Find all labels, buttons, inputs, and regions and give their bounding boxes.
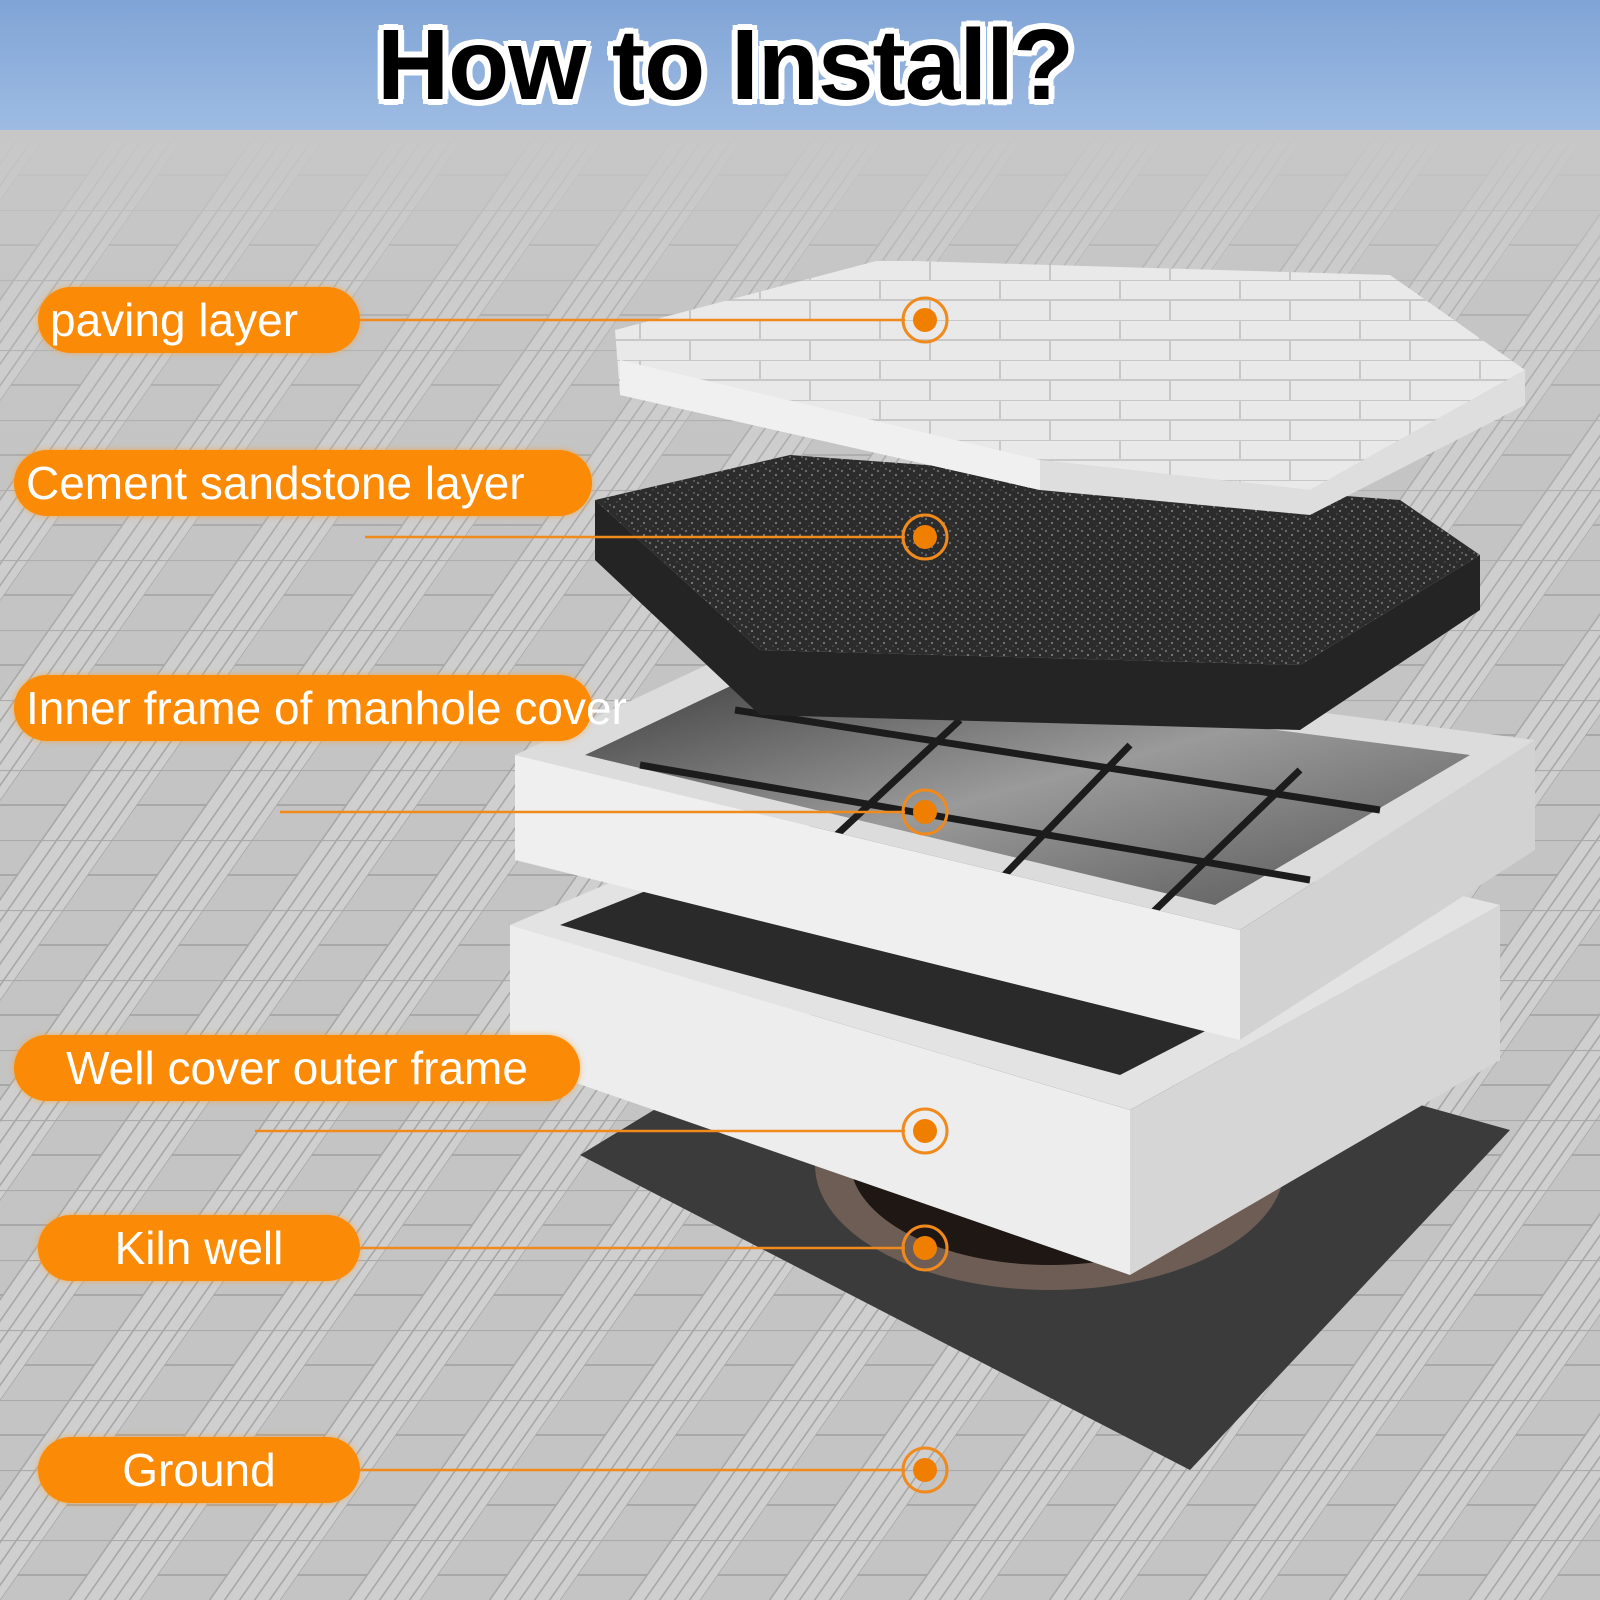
label-inner-frame: Inner frame of manhole cover bbox=[14, 675, 627, 741]
marker-outer-frame bbox=[901, 1107, 949, 1155]
marker-kiln-well bbox=[901, 1224, 949, 1272]
label-ground-text: Ground bbox=[122, 1444, 276, 1496]
cement-layer-side bbox=[595, 500, 1480, 730]
marker-inner-frame bbox=[901, 788, 949, 836]
label-inner-frame-text: Inner frame of manhole cover bbox=[26, 682, 627, 734]
title-banner: How to Install? bbox=[0, 0, 1600, 130]
inner-frame-tray bbox=[585, 665, 1470, 905]
exploded-installation-diagram bbox=[0, 130, 1600, 1600]
markers bbox=[901, 296, 949, 1494]
label-kiln-well: Kiln well bbox=[38, 1215, 360, 1281]
outer-frame-side-right bbox=[1130, 905, 1500, 1275]
outer-frame-side bbox=[510, 925, 1130, 1275]
label-cement-sandstone-layer-text: Cement sandstone layer bbox=[26, 457, 525, 509]
marker-ground bbox=[901, 1446, 949, 1494]
marker-cement-layer bbox=[901, 513, 949, 561]
label-well-cover-outer-frame: Well cover outer frame bbox=[14, 1035, 580, 1101]
label-kiln-well-text: Kiln well bbox=[114, 1222, 284, 1274]
paving-layer-side bbox=[620, 360, 1525, 515]
marker-paving-layer bbox=[901, 296, 949, 344]
paving-layer-front bbox=[620, 360, 1040, 490]
page-title: How to Install? bbox=[376, 8, 1074, 121]
paving-layer-top bbox=[615, 260, 1525, 490]
label-cement-sandstone-layer: Cement sandstone layer bbox=[14, 450, 592, 516]
rebar-grid bbox=[639, 706, 1381, 918]
leader-lines bbox=[255, 318, 905, 1472]
label-paving-layer: paving layer bbox=[38, 287, 360, 353]
label-paving-layer-text: paving layer bbox=[50, 294, 299, 346]
label-well-cover-outer-frame-text: Well cover outer frame bbox=[66, 1042, 528, 1094]
inner-frame-side bbox=[515, 755, 1240, 1040]
inner-frame-side-right bbox=[1240, 740, 1535, 1040]
label-ground: Ground bbox=[38, 1437, 360, 1503]
